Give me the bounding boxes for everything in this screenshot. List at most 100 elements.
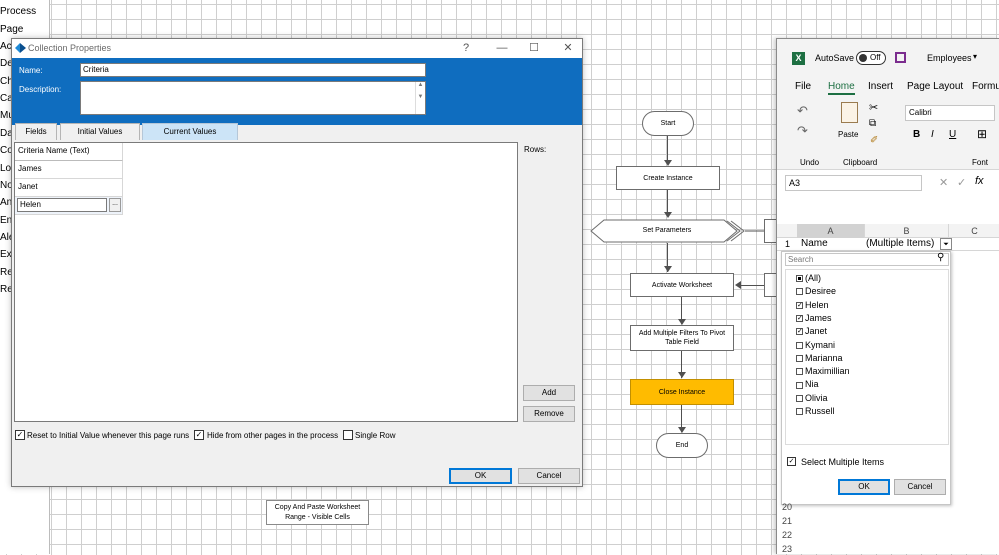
name-field[interactable]: Criteria (80, 63, 426, 77)
copy-icon[interactable]: ⧉ (869, 118, 877, 129)
flow-copy-paste-node[interactable]: Copy And Paste Worksheet Range - Visible… (266, 500, 369, 525)
maximize-icon[interactable]: ☐ (529, 42, 539, 54)
filter-item[interactable]: Maximillian (796, 366, 850, 376)
paste-label[interactable]: Paste (838, 130, 859, 139)
single-row-checkbox[interactable] (343, 430, 353, 440)
filter-item-checkbox[interactable] (796, 354, 803, 362)
toolbox-item[interactable]: Acti (0, 41, 17, 52)
redo-icon[interactable]: ↷ (797, 123, 808, 138)
filter-ok-button[interactable]: OK (838, 479, 890, 495)
font-name-select[interactable]: Calibri (905, 105, 995, 121)
remove-button[interactable]: Remove (523, 406, 575, 422)
tab-page-layout[interactable]: Page Layout (907, 81, 964, 92)
description-field[interactable]: ▲▼ (80, 81, 426, 115)
undo-icon[interactable]: ↶ (797, 103, 808, 118)
filter-item[interactable]: Kymani (796, 340, 835, 350)
row-number[interactable]: 23 (781, 544, 792, 554)
filter-item[interactable]: Olivia (796, 393, 828, 403)
italic-button[interactable]: I (931, 129, 934, 140)
filter-item[interactable]: ✓Janet (796, 326, 827, 336)
filter-item[interactable]: Desiree (796, 286, 836, 296)
bold-button[interactable]: B (913, 129, 921, 140)
row-number[interactable]: 20 (781, 502, 792, 512)
toolbox-item[interactable]: Process (0, 6, 37, 17)
tab-formulas[interactable]: Formu (972, 81, 999, 92)
tab-home[interactable]: Home (828, 81, 855, 95)
confirm-formula-icon[interactable]: ✓ (957, 177, 967, 189)
filter-item[interactable]: Russell (796, 406, 835, 416)
filter-item-checkbox[interactable] (796, 408, 803, 416)
table-row[interactable]: James (15, 161, 123, 179)
toolbox-item[interactable]: Res (0, 284, 18, 295)
file-dropdown-icon[interactable]: ▾ (973, 52, 978, 61)
filter-item-checkbox[interactable] (796, 341, 803, 349)
filter-item-checkbox[interactable]: ✓ (796, 301, 803, 309)
row-number[interactable]: 22 (781, 530, 792, 540)
filter-item[interactable]: ✓James (796, 313, 832, 323)
borders-icon[interactable]: ⊞ (977, 127, 988, 141)
column-c-header[interactable]: C (971, 226, 978, 236)
flow-activate-worksheet-node[interactable]: Activate Worksheet (630, 273, 734, 297)
column-header[interactable]: Criteria Name (Text) (15, 143, 123, 161)
toolbox-item[interactable]: Ale (0, 232, 15, 243)
format-painter-icon[interactable]: ✐ (870, 135, 879, 146)
toolbox-item[interactable]: Page (0, 24, 24, 35)
filter-item[interactable]: ✓Helen (796, 300, 829, 310)
file-name[interactable]: Employees (927, 53, 972, 63)
table-row[interactable]: Janet (15, 179, 123, 197)
description-scrollbar[interactable]: ▲▼ (415, 82, 425, 114)
flow-close-instance-node[interactable]: Close Instance (630, 379, 734, 405)
toolbox-item[interactable]: Calc (0, 93, 21, 104)
toolbox-item[interactable]: Cho (0, 76, 19, 87)
help-icon[interactable]: ? (462, 42, 470, 54)
ok-button[interactable]: OK (449, 468, 512, 484)
pivot-field-name[interactable]: Name (801, 238, 828, 249)
toolbox-item[interactable]: Rec (0, 267, 18, 278)
filter-item-checkbox[interactable] (796, 381, 803, 389)
filter-item-checkbox[interactable] (796, 394, 803, 402)
row-number[interactable]: 21 (781, 516, 792, 526)
toolbox-item[interactable]: Loo (0, 163, 17, 174)
cut-icon[interactable]: ✂ (869, 102, 879, 114)
toolbox-item[interactable]: Dat (0, 128, 16, 139)
tab-initial-values[interactable]: Initial Values (60, 123, 140, 140)
column-b-header[interactable]: B (865, 224, 949, 238)
toolbox-item[interactable]: Exc (0, 249, 17, 260)
name-box[interactable]: A3 (785, 175, 922, 191)
flow-start-node[interactable]: Start (642, 111, 694, 136)
toolbox-item[interactable]: Not (0, 180, 16, 191)
toolbox-item[interactable]: Dec (0, 58, 18, 69)
toolbox-item[interactable]: Coll (0, 145, 18, 156)
current-values-grid[interactable]: Criteria Name (Text) James Janet Helen .… (14, 142, 518, 422)
add-button[interactable]: Add (523, 385, 575, 401)
reset-initial-checkbox[interactable]: ✓ (15, 430, 25, 440)
insert-function-icon[interactable]: fx (975, 175, 984, 187)
filter-item[interactable]: (All) (796, 273, 821, 283)
flow-create-instance-node[interactable]: Create Instance (616, 166, 720, 190)
paste-icon[interactable] (841, 102, 858, 123)
close-icon[interactable]: ✕ (563, 42, 573, 54)
autosave-toggle[interactable]: Off (856, 51, 886, 65)
flow-end-node[interactable]: End (656, 433, 708, 458)
column-a-header[interactable]: A (797, 224, 865, 238)
save-icon[interactable] (895, 52, 906, 63)
search-input[interactable]: Search (785, 253, 949, 266)
pivot-field-value[interactable]: (Multiple Items) (866, 238, 935, 249)
toolbox-item[interactable]: End (0, 215, 18, 226)
filter-item-checkbox[interactable]: ✓ (796, 328, 803, 336)
filter-item-checkbox[interactable]: ✓ (796, 315, 803, 323)
underline-button[interactable]: U (949, 129, 957, 140)
flow-add-filters-node[interactable]: Add Multiple Filters To Pivot Table Fiel… (630, 325, 734, 351)
tab-insert[interactable]: Insert (868, 81, 894, 92)
filter-item-checkbox[interactable] (796, 368, 803, 376)
filter-item-checkbox[interactable] (796, 275, 803, 283)
hide-pages-checkbox[interactable]: ✓ (194, 430, 204, 440)
dialog-titlebar[interactable]: Collection Properties ? — ☐ ✕ (12, 39, 582, 58)
filter-item[interactable]: Marianna (796, 353, 843, 363)
toolbox-item[interactable]: Mul (0, 110, 17, 121)
tab-current-values[interactable]: Current Values (142, 123, 238, 140)
filter-cancel-button[interactable]: Cancel (894, 479, 946, 495)
ellipsis-button[interactable]: ... (109, 198, 121, 212)
select-multiple-checkbox[interactable]: ✓ (787, 457, 796, 466)
cancel-button[interactable]: Cancel (518, 468, 580, 484)
